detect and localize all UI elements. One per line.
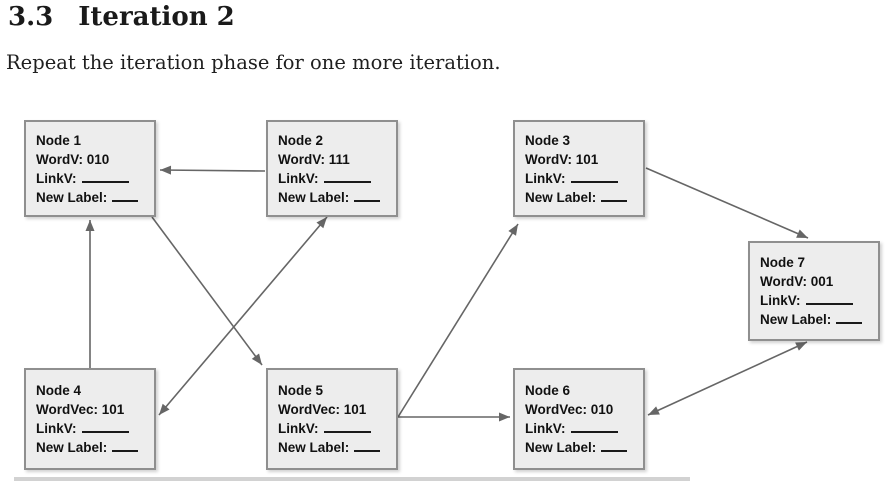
node-newlabel-line: New Label: (525, 438, 633, 457)
edge-node2-node1 (159, 165, 266, 175)
node-title: Node 7 (760, 255, 806, 270)
arrowhead (251, 353, 262, 365)
edge-line (397, 223, 519, 418)
node-word-line: WordVec: 010 (525, 402, 614, 417)
newlabel-blank-underline (112, 190, 139, 202)
node-box-node5: Node 5 WordVec: 101 LinkV: New Label: (266, 368, 398, 470)
section-number: 3.3 (8, 2, 54, 32)
node-link-line: LinkV: (36, 419, 144, 438)
node-box-node4: Node 4 WordVec: 101 LinkV: New Label: (24, 368, 156, 470)
edge-node5-node6 (398, 412, 510, 422)
node-newlabel-line: New Label: (36, 438, 144, 457)
edge-node2-node4 (158, 216, 328, 416)
edge-line (158, 216, 328, 416)
node-newlabel-line: New Label: (525, 188, 633, 207)
node-link-line: LinkV: (525, 419, 633, 438)
node-word-line: WordV: 111 (278, 151, 350, 167)
edge-node1-node5 (151, 216, 263, 366)
node-link-line: LinkV: (525, 169, 633, 188)
newlabel-blank-underline (836, 312, 863, 324)
newlabel-blank-underline (354, 190, 381, 202)
arrowhead (795, 342, 807, 351)
newlabel-blank-underline (112, 440, 139, 452)
node-box-node1: Node 1 WordV: 010 LinkV: New Label: (24, 120, 156, 217)
node-title: Node 5 (278, 383, 324, 398)
link-blank-underline (570, 171, 618, 183)
node-newlabel-line: New Label: (760, 310, 868, 329)
body-paragraph: Repeat the iteration phase for one more … (6, 51, 501, 74)
node-box-node2: Node 2 WordV: 111 LinkV: New Label: (266, 120, 398, 217)
node-word-line: WordVec: 101 (36, 402, 125, 417)
arrowhead (499, 412, 510, 422)
node-box-node3: Node 3 WordV: 101 LinkV: New Label: (513, 120, 645, 217)
node-word-line: WordVec: 101 (278, 402, 367, 417)
edge-line (151, 216, 263, 366)
arrowhead (85, 220, 95, 231)
node-box-node7: Node 7 WordV: 001 LinkV: New Label: (748, 241, 880, 341)
arrowhead (316, 217, 327, 229)
arrowhead (796, 229, 808, 238)
node-word-line: WordV: 010 (36, 151, 110, 167)
edge-line (645, 167, 809, 239)
section-title: Iteration 2 (78, 2, 235, 32)
link-blank-underline (805, 293, 853, 305)
link-blank-underline (81, 421, 129, 433)
link-blank-underline (323, 421, 371, 433)
node-newlabel-line: New Label: (36, 188, 144, 207)
arrowhead (508, 224, 518, 236)
edge-node5-node3 (397, 223, 519, 418)
arrowhead (160, 165, 172, 175)
partially-visible-element-edge (14, 477, 690, 481)
section-heading: 3.3 Iteration 2 (8, 2, 235, 32)
node-title: Node 6 (525, 383, 571, 398)
node-title: Node 4 (36, 383, 82, 398)
newlabel-blank-underline (601, 190, 628, 202)
node-box-node6: Node 6 WordVec: 010 LinkV: New Label: (513, 368, 645, 470)
node-newlabel-line: New Label: (278, 438, 386, 457)
node-link-line: LinkV: (278, 169, 386, 188)
node-word-line: WordV: 001 (760, 274, 834, 289)
node-title: Node 3 (525, 132, 571, 148)
link-blank-underline (81, 171, 129, 183)
newlabel-blank-underline (354, 440, 381, 452)
edge-line (647, 341, 808, 416)
edge-node3-node7 (645, 167, 809, 239)
arrowhead (159, 403, 170, 415)
edge-node6-node7 (647, 341, 808, 416)
link-blank-underline (570, 421, 618, 433)
node-link-line: LinkV: (760, 291, 868, 310)
node-link-line: LinkV: (278, 419, 386, 438)
node-title: Node 1 (36, 132, 82, 148)
edge-line (159, 169, 266, 172)
node-word-line: WordV: 101 (525, 151, 599, 167)
edge-node4-node1 (85, 220, 95, 368)
node-link-line: LinkV: (36, 169, 144, 188)
node-newlabel-line: New Label: (278, 188, 386, 207)
node-title: Node 2 (278, 132, 324, 148)
arrowhead (648, 406, 660, 415)
link-blank-underline (323, 171, 371, 183)
newlabel-blank-underline (601, 440, 628, 452)
